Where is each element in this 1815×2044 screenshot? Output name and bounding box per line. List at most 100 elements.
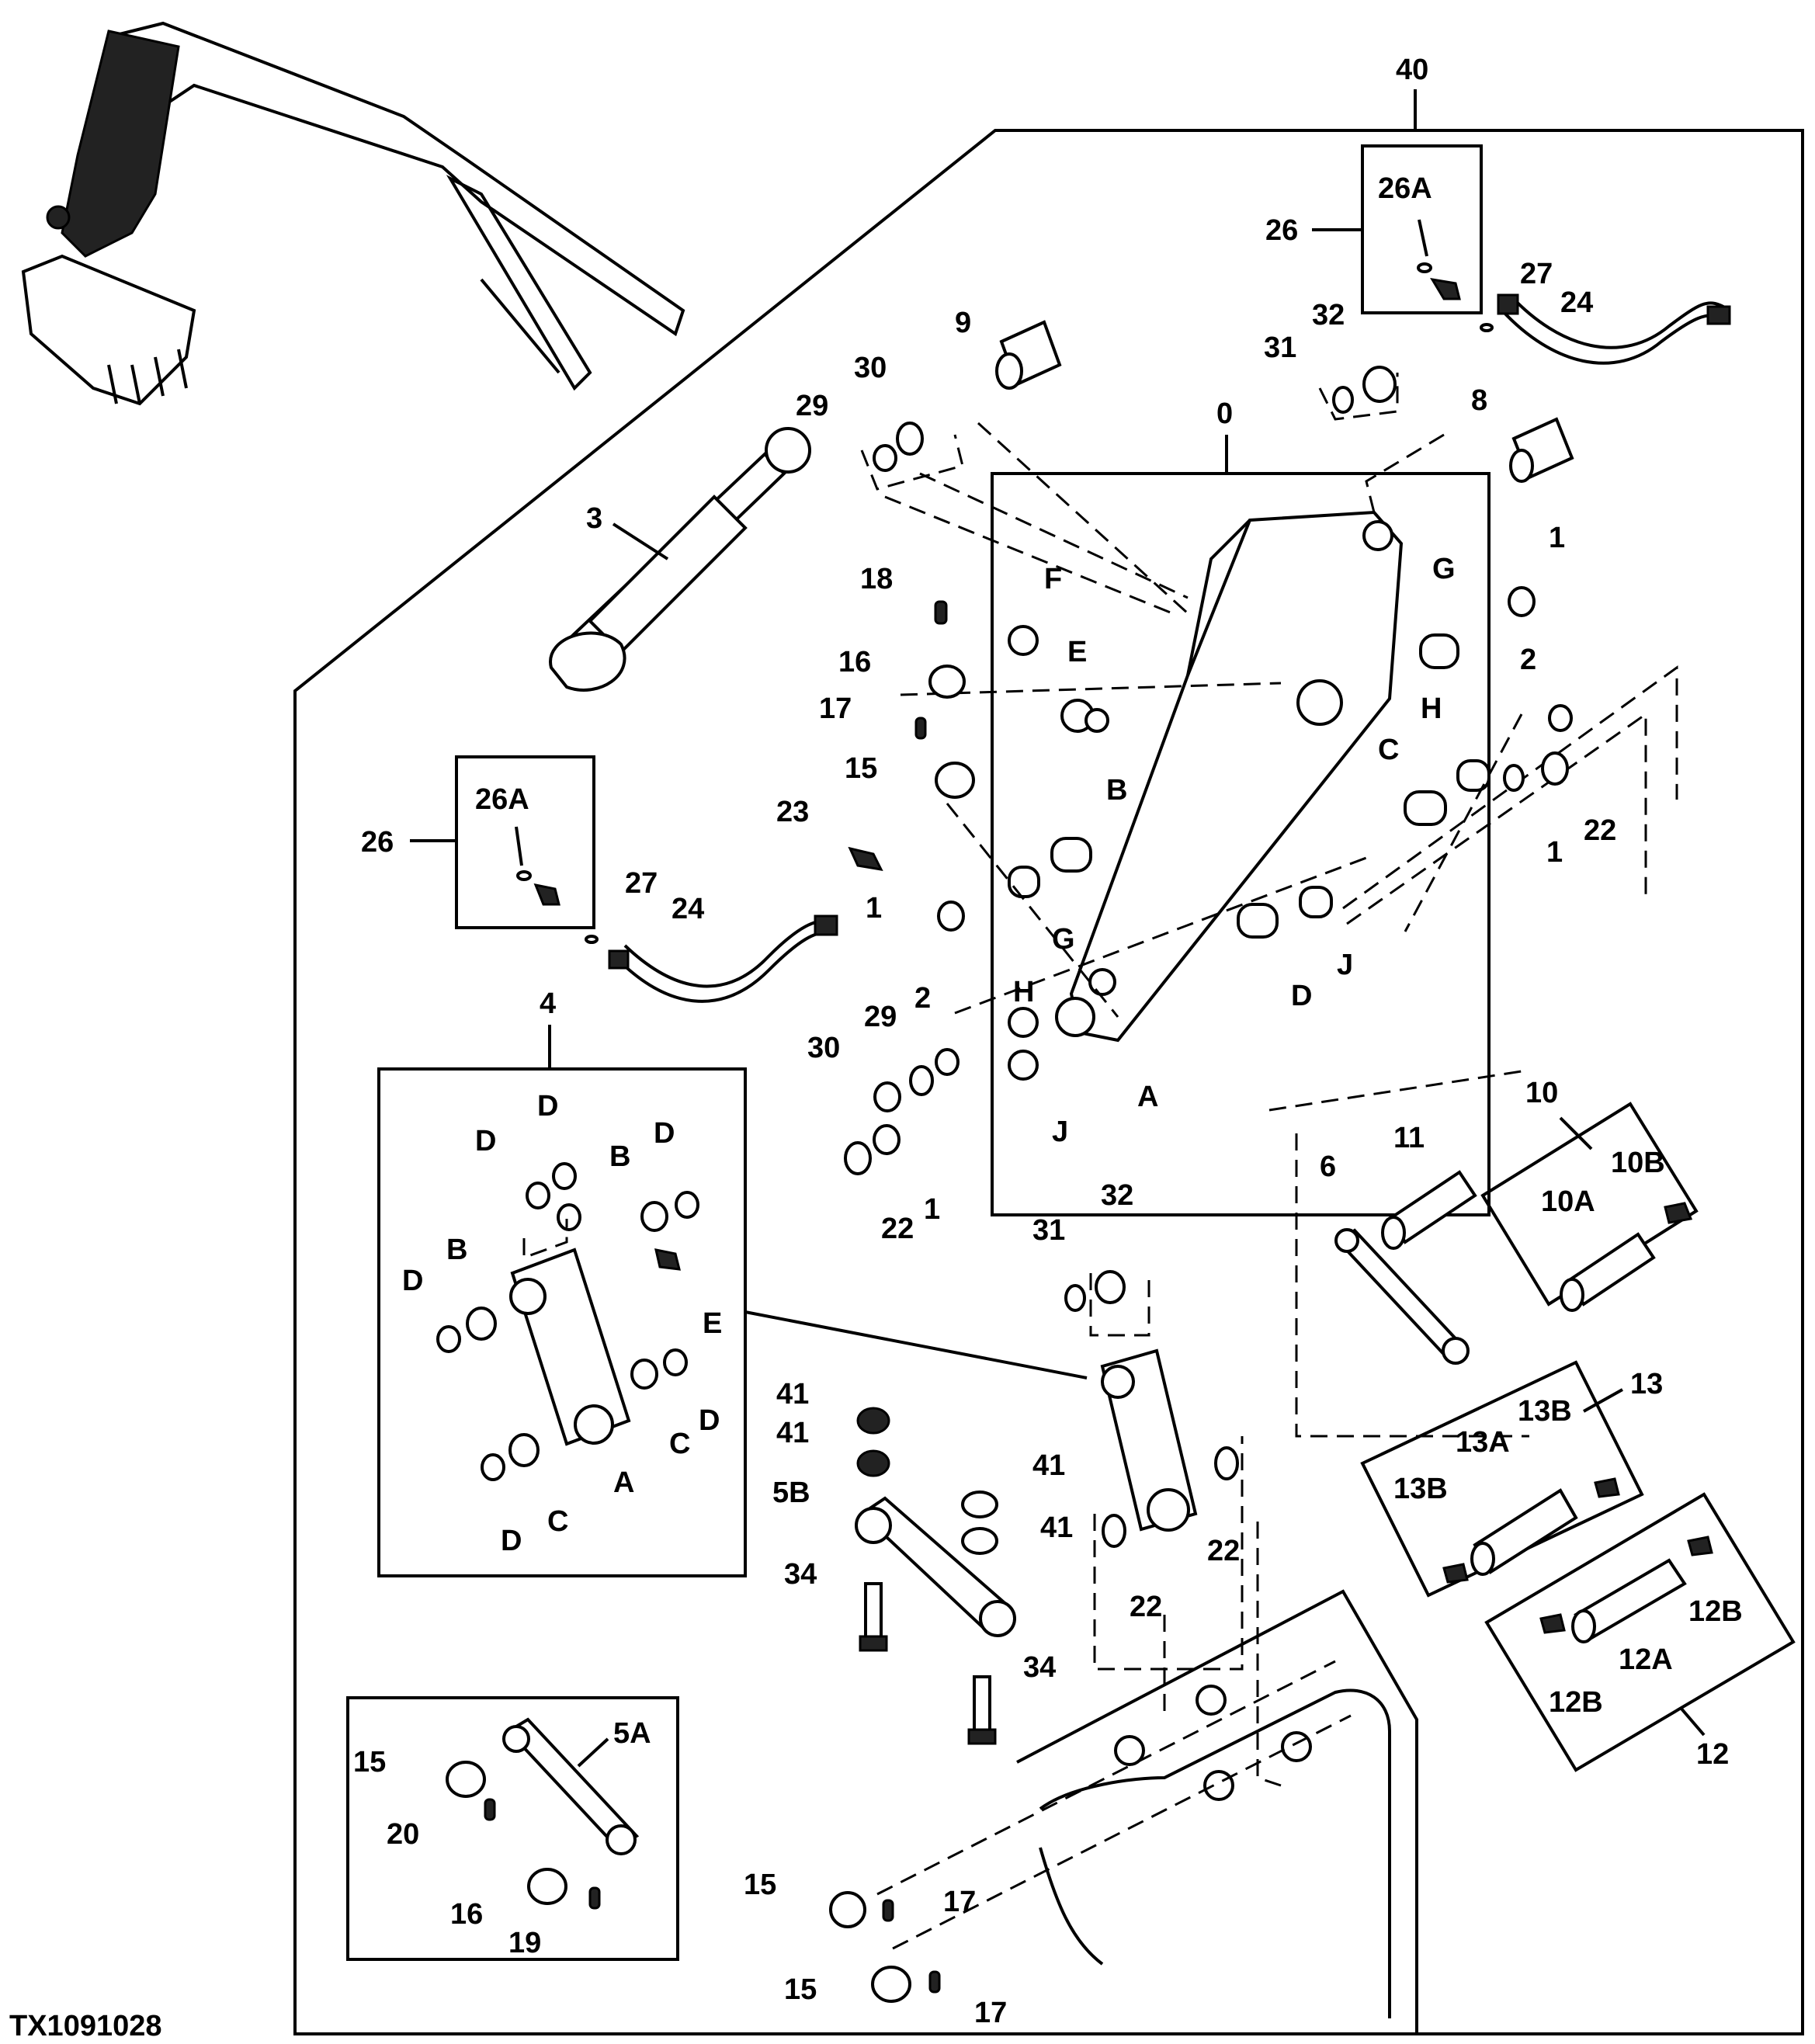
link-5A xyxy=(502,1717,640,1855)
callout-32-upper: 32 xyxy=(1312,299,1345,331)
callout-13B-upper: 13B xyxy=(1518,1395,1572,1428)
callout-1-right-top: 1 xyxy=(1549,522,1565,554)
callout-16-upper: 16 xyxy=(838,646,871,678)
label-G-lower: G xyxy=(1052,923,1075,956)
link-label-B-2: B xyxy=(446,1234,467,1266)
figure-id: TX1091028 xyxy=(9,2010,162,2042)
callout-24-upper: 24 xyxy=(1560,286,1593,319)
callout-30-lower: 30 xyxy=(807,1032,840,1064)
callout-31-lower: 31 xyxy=(1032,1214,1065,1247)
callout-0: 0 xyxy=(1216,397,1233,430)
callout-13A: 13A xyxy=(1456,1426,1510,1459)
label-A: A xyxy=(1137,1081,1158,1113)
link-label-D-4: D xyxy=(402,1265,423,1297)
callout-8: 8 xyxy=(1471,384,1487,417)
label-B: B xyxy=(1106,774,1127,807)
pin-8 xyxy=(1509,417,1574,483)
callout-29-lower: 29 xyxy=(864,1001,897,1033)
excavator-arm-overview-illustration xyxy=(21,21,685,406)
callout-34-left: 34 xyxy=(784,1558,817,1591)
callout-5B: 5B xyxy=(772,1477,810,1509)
grease-fitting-26A-lower xyxy=(533,883,560,906)
boom-illustration xyxy=(1055,510,1404,1043)
callout-26-upper: 26 xyxy=(1265,214,1298,247)
callout-17-bottom-lower: 17 xyxy=(974,1997,1007,2029)
pin-12A xyxy=(1571,1558,1687,1643)
callout-10: 10 xyxy=(1525,1077,1558,1109)
callout-1-left-mid: 1 xyxy=(866,892,882,925)
hose-24-lower xyxy=(608,914,838,1003)
label-J-lower: J xyxy=(1052,1116,1068,1148)
callout-10A: 10A xyxy=(1541,1185,1595,1218)
link-4-assembled xyxy=(1100,1348,1198,1532)
callout-15-bottom-upper: 15 xyxy=(744,1869,776,1901)
callout-30-upper: 30 xyxy=(854,352,887,384)
label-C: C xyxy=(1378,734,1399,766)
boom-part-0-box xyxy=(991,472,1491,1216)
link-label-E: E xyxy=(703,1307,722,1340)
link-label-B-1: B xyxy=(609,1140,630,1173)
kit-13-box xyxy=(1360,1360,1644,1598)
callout-41-c: 41 xyxy=(1032,1449,1065,1482)
callout-32-lower: 32 xyxy=(1101,1179,1133,1212)
callout-41-a: 41 xyxy=(776,1378,809,1411)
label-H-upper: H xyxy=(1421,692,1442,725)
link-6 xyxy=(1334,1228,1470,1365)
callout-6: 6 xyxy=(1320,1150,1336,1183)
callout-12A: 12A xyxy=(1619,1643,1673,1676)
callout-23: 23 xyxy=(776,796,809,828)
link-4-detail-box xyxy=(377,1067,747,1577)
callout-4: 4 xyxy=(540,987,556,1020)
callout-26A-lower: 26A xyxy=(475,783,529,816)
callout-15-5A: 15 xyxy=(353,1746,386,1779)
callout-15-upper: 15 xyxy=(845,752,877,785)
callout-27-lower: 27 xyxy=(625,867,658,900)
link-label-D-3: D xyxy=(654,1117,675,1150)
hydraulic-cylinder-3 xyxy=(549,427,811,692)
callout-18: 18 xyxy=(860,563,893,595)
link-label-C-2: C xyxy=(547,1505,568,1538)
pin-13A xyxy=(1470,1488,1578,1576)
label-H-lower: H xyxy=(1013,976,1034,1008)
callout-17-upper: 17 xyxy=(819,692,852,725)
boom-bushings xyxy=(1008,625,1491,1081)
callout-29-upper: 29 xyxy=(796,390,828,422)
callout-9: 9 xyxy=(955,307,971,339)
pin-9 xyxy=(995,320,1062,390)
callout-15-bottom-lower: 15 xyxy=(784,1973,817,2006)
callout-10B: 10B xyxy=(1611,1147,1665,1179)
callout-13: 13 xyxy=(1630,1368,1663,1400)
label-D: D xyxy=(1291,980,1312,1012)
callout-17-bottom-upper: 17 xyxy=(943,1886,976,1918)
pin-11 xyxy=(1381,1170,1477,1250)
link-label-D-6: D xyxy=(501,1525,522,1557)
callout-16-5A: 16 xyxy=(450,1898,483,1931)
callout-40: 40 xyxy=(1396,54,1428,86)
hose-24-upper xyxy=(1497,293,1731,365)
arm-end-boundary xyxy=(1016,1589,1418,2034)
link-5B xyxy=(855,1496,1016,1637)
link-label-D-2: D xyxy=(475,1125,496,1157)
label-E: E xyxy=(1067,636,1087,668)
kit-12-box xyxy=(1484,1492,1796,1772)
callout-13B-lower: 13B xyxy=(1393,1473,1448,1505)
callout-19: 19 xyxy=(508,1927,541,1959)
pin-10A xyxy=(1560,1232,1656,1312)
boom-assembly-dashed-lines xyxy=(884,422,1678,1018)
callout-24-lower: 24 xyxy=(672,893,704,925)
callout-22-right: 22 xyxy=(1584,814,1616,847)
link-label-C-1: C xyxy=(669,1428,690,1460)
callout-22-left: 22 xyxy=(881,1213,914,1245)
callout-22-center-right: 22 xyxy=(1207,1535,1240,1567)
callout-27-upper: 27 xyxy=(1520,258,1553,290)
label-G-upper: G xyxy=(1432,553,1456,585)
callout-12: 12 xyxy=(1696,1738,1729,1771)
callout-12B-left: 12B xyxy=(1549,1686,1603,1719)
callout-3: 3 xyxy=(586,502,602,535)
callout-31-upper: 31 xyxy=(1264,331,1296,364)
arm-end-illustration xyxy=(876,1522,1391,2018)
link-label-A: A xyxy=(613,1466,634,1499)
grease-fitting-26A-upper xyxy=(1430,277,1461,300)
callout-26-lower: 26 xyxy=(361,826,394,859)
